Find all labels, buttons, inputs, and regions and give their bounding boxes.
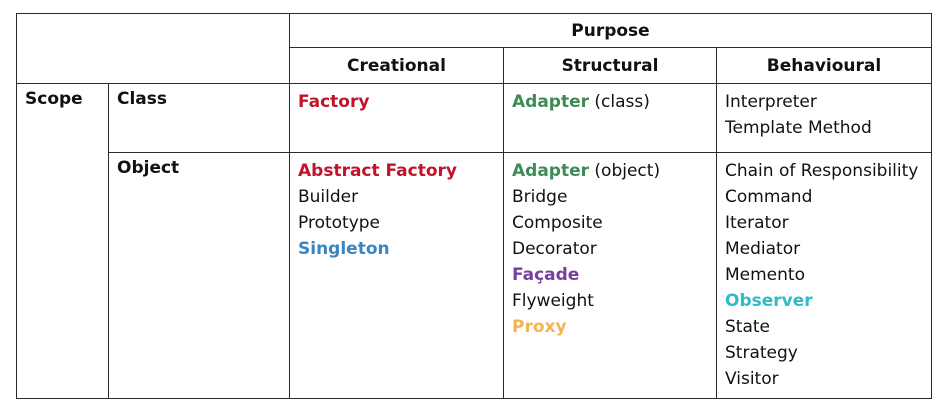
pattern-item: Abstract Factory — [298, 158, 495, 184]
pattern-name: Builder — [298, 187, 359, 207]
behavioural-header: Behavioural — [716, 47, 932, 84]
pattern-item: Chain of Responsibility — [725, 158, 923, 184]
pattern-name: Observer — [725, 291, 813, 311]
pattern-item: Mediator — [725, 236, 923, 262]
pattern-item: Command — [725, 184, 923, 210]
pattern-item: Strategy — [725, 340, 923, 366]
class-scope-label: Class — [108, 83, 290, 153]
pattern-item: Template Method — [725, 115, 923, 141]
pattern-name: Singleton — [298, 239, 390, 259]
pattern-note: (object) — [589, 161, 661, 181]
pattern-item: Observer — [725, 288, 923, 314]
pattern-name: Bridge — [512, 187, 568, 207]
pattern-name: Prototype — [298, 213, 381, 233]
header-corner-cell — [16, 13, 290, 84]
pattern-name: Decorator — [512, 239, 597, 259]
pattern-name: Façade — [512, 265, 580, 285]
pattern-item: Proxy — [512, 314, 708, 340]
pattern-name: Chain of Responsibility — [725, 161, 919, 181]
object-scope-label: Object — [108, 152, 290, 399]
pattern-item: Bridge — [512, 184, 708, 210]
pattern-item: Adapter (object) — [512, 158, 708, 184]
scope-label: Scope — [16, 83, 109, 399]
pattern-item: Prototype — [298, 210, 495, 236]
pattern-item: Iterator — [725, 210, 923, 236]
pattern-name: Adapter — [512, 161, 590, 181]
pattern-item: Adapter (class) — [512, 89, 708, 115]
pattern-item: Flyweight — [512, 288, 708, 314]
pattern-name: Proxy — [512, 317, 567, 337]
pattern-item: Façade — [512, 262, 708, 288]
pattern-name: Memento — [725, 265, 805, 285]
pattern-name: Command — [725, 187, 813, 207]
class-structural-cell: Adapter (class) — [503, 83, 717, 153]
pattern-name: Iterator — [725, 213, 789, 233]
pattern-note: (class) — [589, 92, 650, 112]
pattern-name: Flyweight — [512, 291, 594, 311]
structural-header: Structural — [503, 47, 717, 84]
pattern-item: Memento — [725, 262, 923, 288]
design-patterns-table: Purpose Creational Structural Behavioura… — [16, 13, 932, 399]
pattern-item: Builder — [298, 184, 495, 210]
pattern-name: Visitor — [725, 369, 779, 389]
creational-header: Creational — [289, 47, 504, 84]
pattern-name: Abstract Factory — [298, 161, 457, 181]
pattern-name: Interpreter — [725, 92, 817, 112]
pattern-name: Template Method — [725, 118, 872, 138]
pattern-item: Decorator — [512, 236, 708, 262]
purpose-header: Purpose — [289, 13, 932, 48]
pattern-name: Composite — [512, 213, 603, 233]
pattern-name: Factory — [298, 92, 370, 112]
pattern-name: Mediator — [725, 239, 801, 259]
pattern-item: Factory — [298, 89, 495, 115]
pattern-item: Visitor — [725, 366, 923, 392]
pattern-name: Adapter — [512, 92, 590, 112]
class-creational-cell: Factory — [289, 83, 504, 153]
pattern-item: State — [725, 314, 923, 340]
pattern-item: Interpreter — [725, 89, 923, 115]
pattern-item: Singleton — [298, 236, 495, 262]
pattern-item: Composite — [512, 210, 708, 236]
pattern-name: Strategy — [725, 343, 798, 363]
pattern-name: State — [725, 317, 770, 337]
